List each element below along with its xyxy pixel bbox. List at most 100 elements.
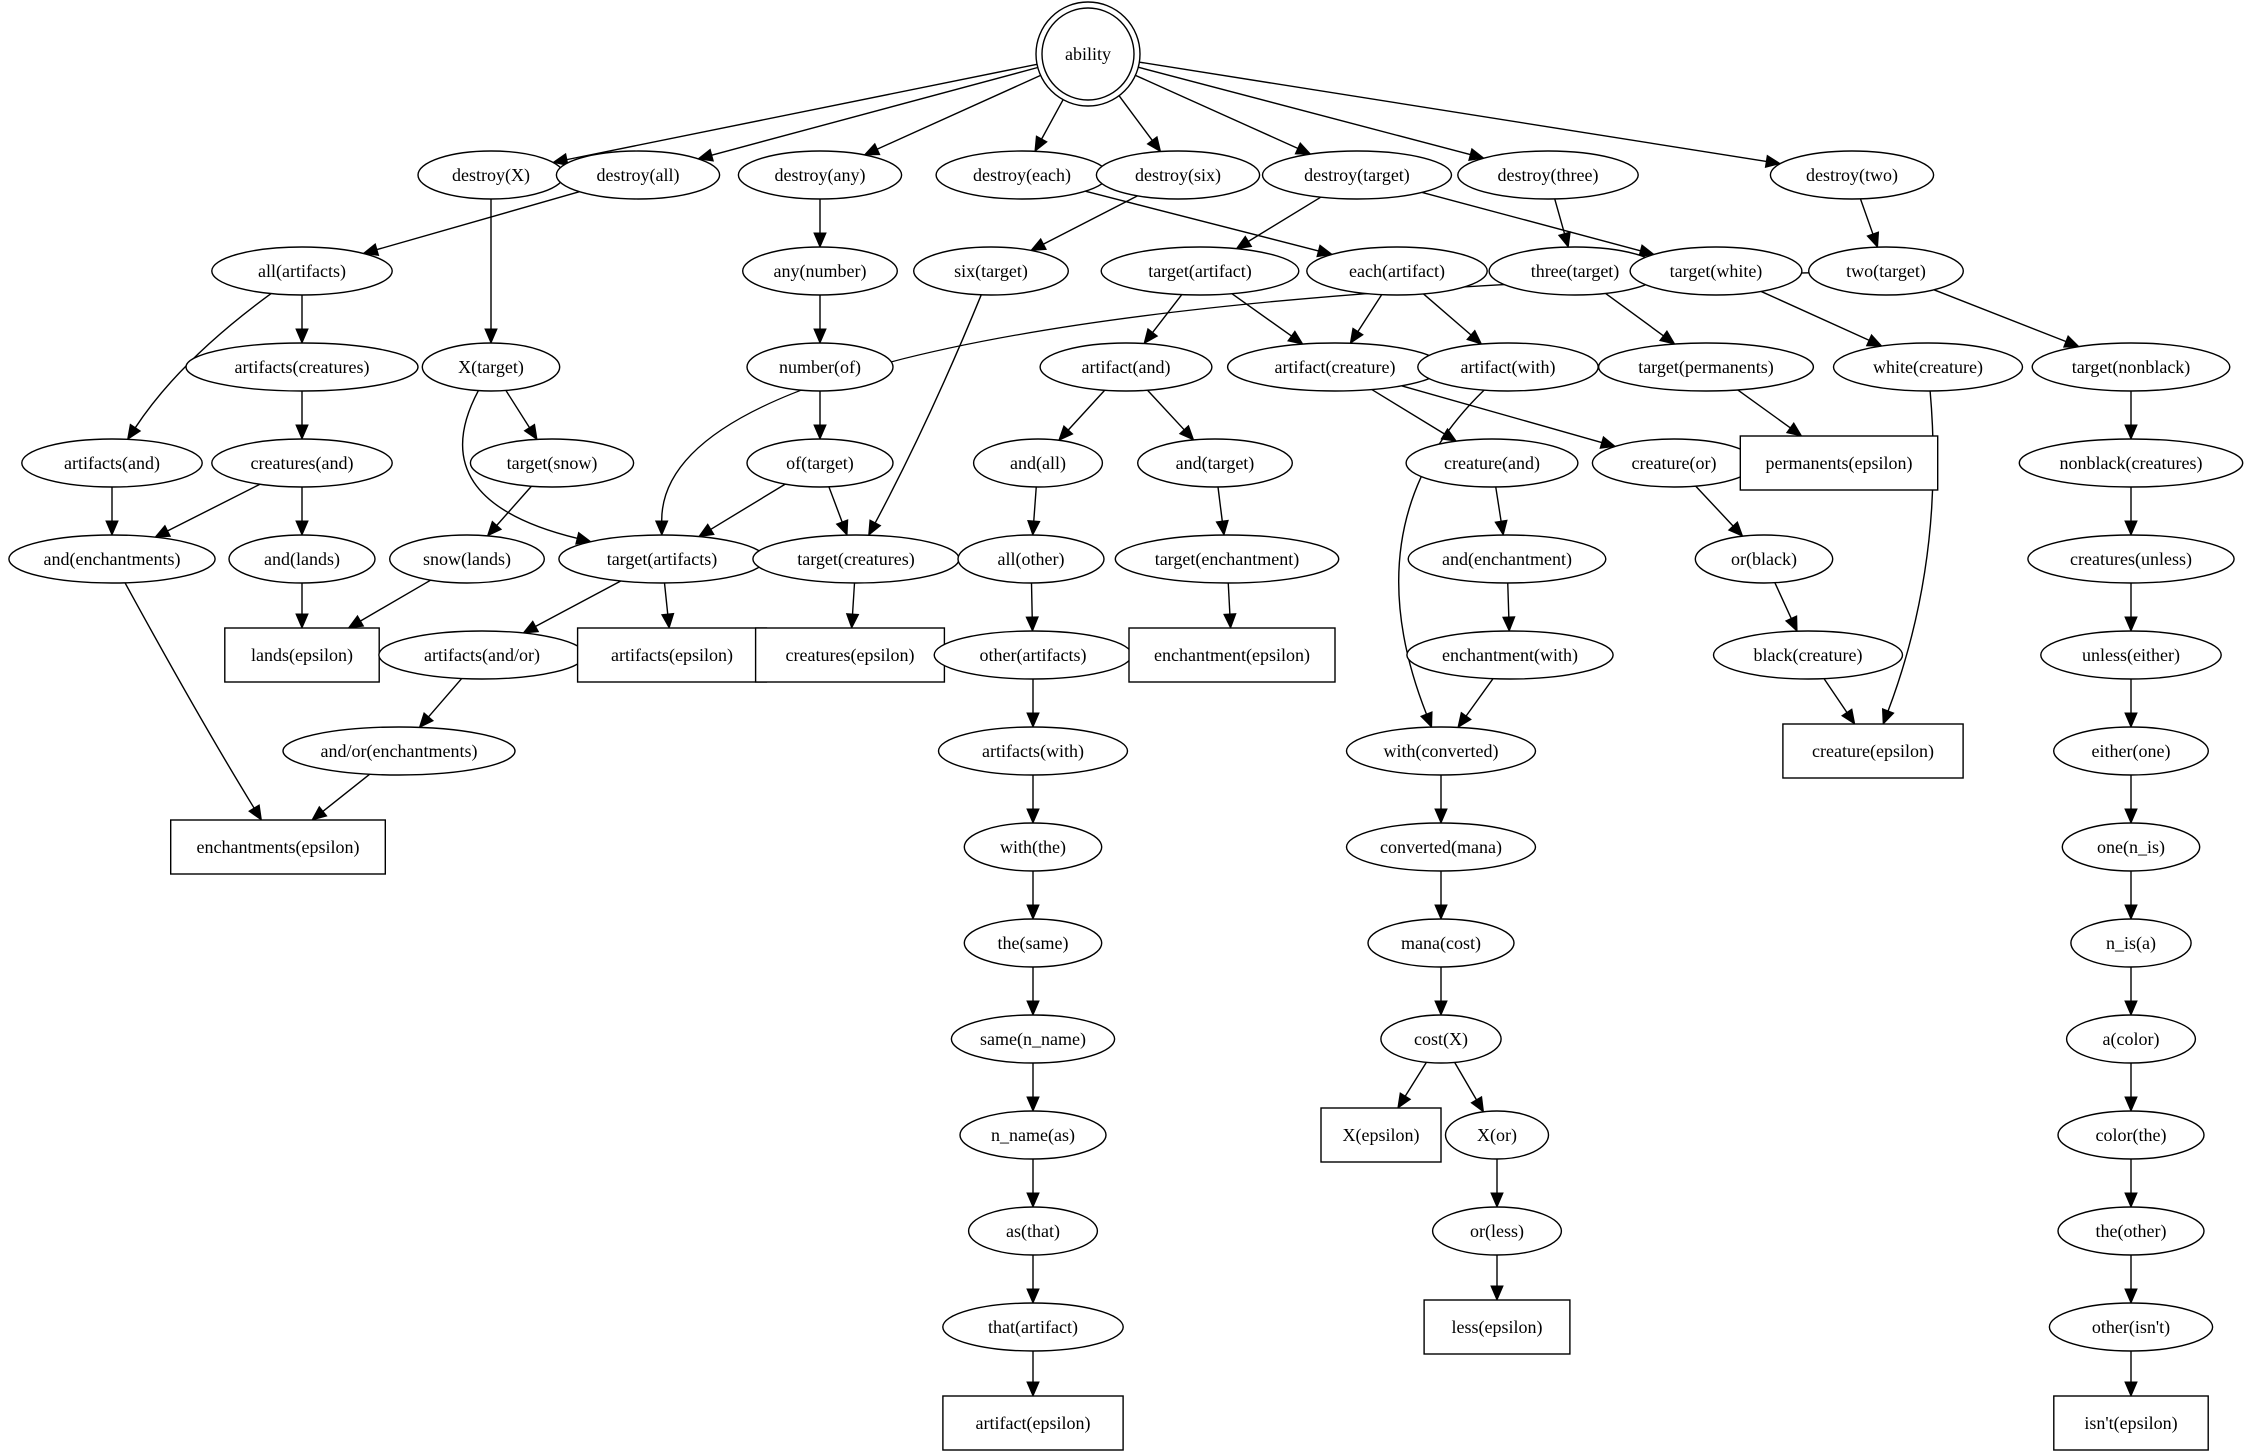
- node-label: or(less): [1470, 1221, 1524, 1242]
- arrowhead-converted_mana: [1434, 808, 1448, 825]
- arrowhead-artifacts_creatures: [295, 328, 309, 345]
- node-label: nonblack(creatures): [2060, 453, 2203, 474]
- edge-creatures_and-to-and_enchantments: [167, 483, 261, 532]
- node-or-black: or(black): [1694, 534, 1834, 584]
- edge-white_creature-to-creature_epsilon: [1887, 390, 1934, 712]
- node-ellipse: [1431, 1206, 1563, 1256]
- arrowhead-target_creatures: [835, 519, 849, 537]
- node-target-artifacts: target(artifacts): [558, 534, 766, 584]
- node-destroy-all: destroy(all): [555, 150, 721, 200]
- node-label: all(other): [998, 549, 1065, 570]
- node-label: X(target): [458, 357, 524, 378]
- leaf-box: [942, 1395, 1124, 1451]
- edge-target_artifacts-to-artifacts_epsilon: [663, 582, 669, 615]
- arrowhead-artifacts_with: [1026, 712, 1040, 729]
- node-ellipse: [1306, 246, 1488, 296]
- node-enchantment-epsilon: enchantment(epsilon): [1128, 627, 1336, 683]
- arrowhead-target_artifacts: [654, 520, 669, 537]
- node-destroy-X: destroy(X): [417, 150, 565, 200]
- node-label: destroy(all): [597, 165, 680, 186]
- node-ellipse: [913, 246, 1070, 296]
- arrowhead-nonblack_creatures: [2124, 424, 2138, 441]
- edge-artifact_and-to-and_all: [1067, 389, 1106, 431]
- arrowhead-and_enchantment: [1494, 519, 1508, 537]
- node-permanents-epsilon: permanents(epsilon): [1739, 435, 1939, 491]
- node-artifact-creature: artifact(creature): [1226, 342, 1444, 392]
- node-number-of: number(of): [746, 342, 894, 392]
- node-and-enchantment: and(enchantment): [1407, 534, 1607, 584]
- arrowhead-lands_epsilon: [347, 614, 365, 629]
- node-ellipse: [950, 1014, 1116, 1064]
- node-six-target: six(target): [913, 246, 1070, 296]
- node-two-target: two(target): [1807, 246, 1964, 296]
- node-ellipse: [1712, 630, 1904, 680]
- arrowhead-same_n_name: [1026, 1000, 1040, 1017]
- edge-destroy_all-to-all_artifacts: [376, 191, 580, 251]
- node-label: the(same): [998, 933, 1069, 954]
- node-and-enchantments: and(enchantments): [8, 534, 216, 584]
- node-ellipse: [972, 438, 1104, 488]
- arrowhead-artifacts_epsilon: [660, 612, 675, 630]
- node-target-snow: target(snow): [469, 438, 635, 488]
- node-ellipse: [282, 726, 516, 776]
- node-ellipse: [1367, 918, 1515, 968]
- node-label: target(enchantment): [1155, 549, 1300, 570]
- arrowhead-creature_epsilon: [1881, 708, 1895, 726]
- arrowhead-destroy_target: [1294, 141, 1312, 155]
- node-ellipse: [1261, 150, 1453, 200]
- node-label: any(number): [774, 261, 867, 282]
- node-cost-X: cost(X): [1380, 1014, 1502, 1064]
- node-other-isnt: other(isn't): [2048, 1302, 2214, 1352]
- node-label: same(n_name): [980, 1029, 1086, 1050]
- node-label: and(lands): [264, 549, 340, 570]
- node-label: with(the): [1000, 837, 1066, 858]
- node-ellipse: [2057, 1206, 2205, 1256]
- edge-target_white-to-white_creature: [1760, 290, 1870, 341]
- arrowhead-any_number: [813, 232, 827, 249]
- node-each-artifact: each(artifact): [1306, 246, 1488, 296]
- arrowhead-destroy_X: [551, 152, 569, 167]
- node-artifacts-with: artifacts(with): [937, 726, 1129, 776]
- arrowhead-six_target: [1029, 237, 1047, 252]
- node-label: six(target): [954, 261, 1028, 282]
- node-label: as(that): [1006, 1221, 1060, 1242]
- node-label: all(artifacts): [258, 261, 346, 282]
- arrowhead-lands_epsilon: [295, 613, 309, 630]
- node-label: target(creatures): [797, 549, 915, 570]
- node-label: artifact(with): [1461, 357, 1556, 378]
- node-label: enchantment(epsilon): [1154, 645, 1310, 666]
- edge-target_artifacts-to-artifacts_andor: [535, 580, 622, 628]
- node-ellipse: [2061, 822, 2201, 872]
- node-ellipse: [737, 150, 903, 200]
- node-destroy-each: destroy(each): [935, 150, 1109, 200]
- edge-snow_lands-to-lands_epsilon: [360, 579, 431, 622]
- node-nonblack-creatures: nonblack(creatures): [2018, 438, 2244, 488]
- edge-all_other-to-other_artifacts: [1030, 582, 1033, 618]
- node-X-target: X(target): [421, 342, 561, 392]
- node-target-enchantment: target(enchantment): [1114, 534, 1340, 584]
- node-ellipse: [228, 534, 376, 584]
- node-isnt-epsilon: isn't(epsilon): [2053, 1395, 2209, 1451]
- arrowhead-black_creature: [1784, 615, 1798, 633]
- node-target-permanents: target(permanents): [1597, 342, 1815, 392]
- node-label: destroy(target): [1304, 165, 1410, 186]
- node-label: and(all): [1010, 453, 1066, 474]
- node-ellipse: [1345, 822, 1537, 872]
- node-label: converted(mana): [1380, 837, 1502, 858]
- node-target-creatures: target(creatures): [752, 534, 960, 584]
- arrowhead-and_enchantments: [105, 520, 119, 537]
- edge-six_target-to-target_creatures: [874, 294, 982, 524]
- arrowhead-artifact_creature: [1349, 327, 1364, 345]
- node-label: white(creature): [1873, 357, 1983, 378]
- node-label: one(n_is): [2097, 837, 2165, 858]
- node-ellipse: [1114, 534, 1340, 584]
- node-white-creature: white(creature): [1832, 342, 2024, 392]
- node-enchantment-with: enchantment(with): [1406, 630, 1614, 680]
- node-label: creature(and): [1444, 453, 1540, 474]
- node-ellipse: [1629, 246, 1803, 296]
- node-ellipse: [185, 342, 419, 392]
- node-label: artifacts(with): [982, 741, 1084, 762]
- node-label: n_is(a): [2106, 933, 2156, 954]
- node-ellipse: [959, 1110, 1107, 1160]
